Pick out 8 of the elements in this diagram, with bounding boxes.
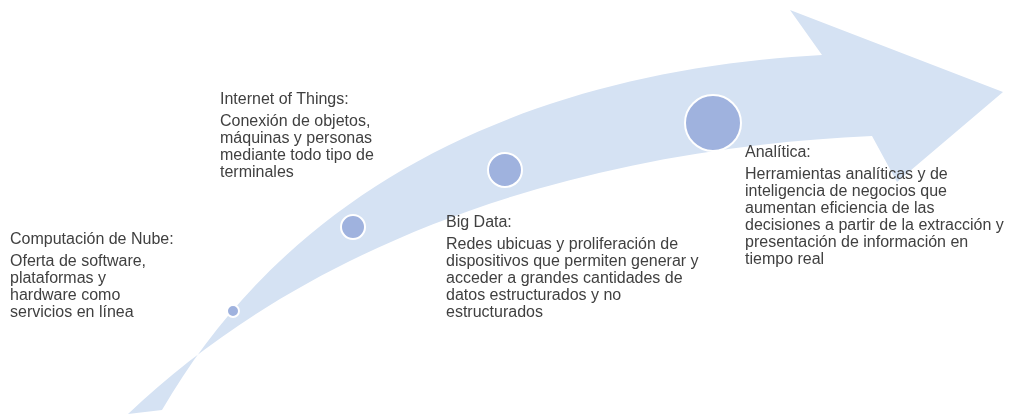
- step-heading: Analítica:: [745, 143, 812, 161]
- step-heading: Big Data:: [446, 213, 513, 231]
- step-description: Conexión de objetos, máquinas y personas mediante todo tipo de terminales: [220, 112, 375, 180]
- step-description: Oferta de software, plataformas y hardware como servicios en línea: [10, 252, 148, 320]
- step-heading: Internet of Things:: [220, 90, 350, 108]
- step-description: Herramientas analíticas y de inteligencia de negocios que aumentan eficiencia de las decisiones a partir de la extracción y presentación de información en tiempo real: [745, 165, 1005, 267]
- step-heading: Computación de Nube:: [10, 230, 175, 248]
- step-description: Redes ubicuas y proliferación de dispositivos que permiten generar y acceder a grandes cantidades de datos estructurados y no estructurados: [446, 235, 700, 320]
